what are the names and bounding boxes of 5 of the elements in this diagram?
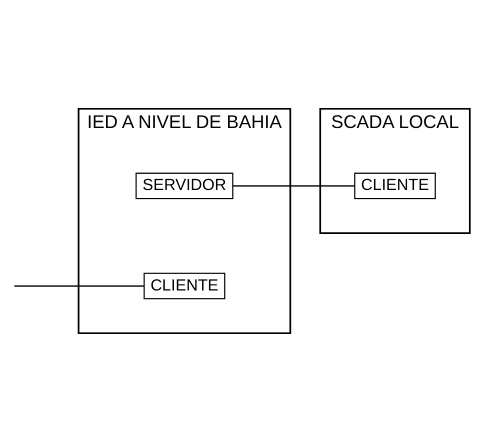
node-box: CLIENTE (354, 172, 436, 200)
connector (232, 185, 354, 187)
node-box: SERVIDOR (136, 172, 234, 200)
connector (14, 285, 144, 287)
node-box: CLIENTE (144, 272, 226, 300)
